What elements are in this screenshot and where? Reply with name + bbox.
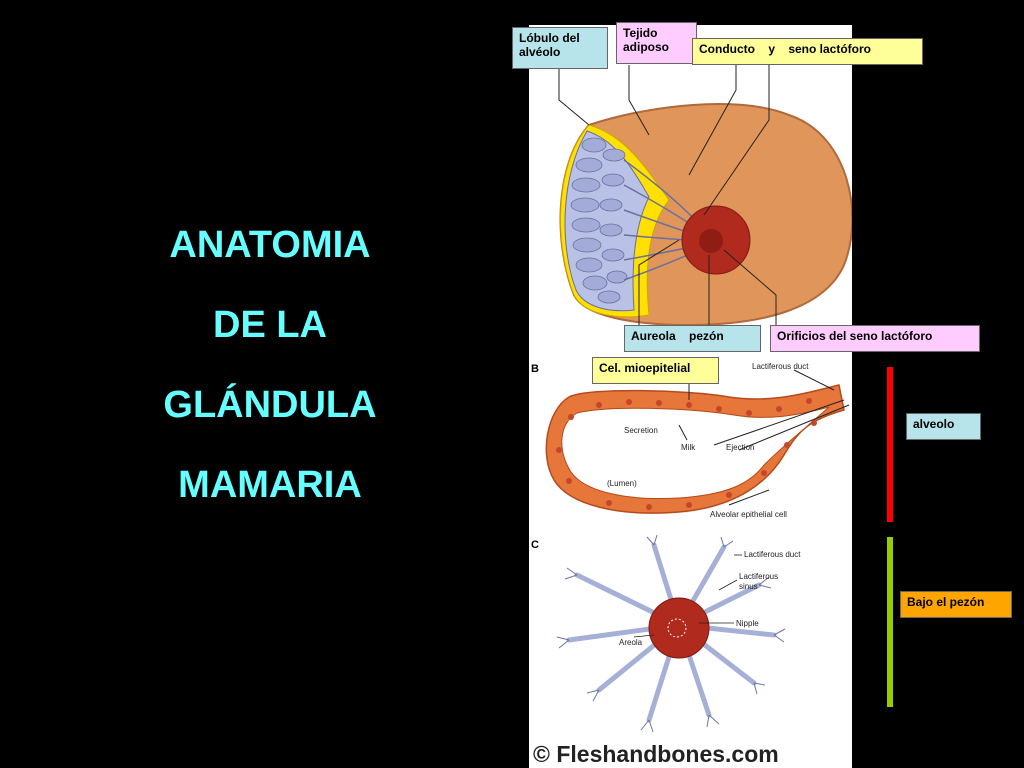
- title-line-3: GLÁNDULA: [163, 384, 377, 426]
- label-tejido-adiposo: Tejido adiposo: [616, 22, 697, 64]
- nipple-duct-diagram: C: [531, 534, 801, 733]
- label-lactiferous-sinus-1: Lactiferous: [739, 572, 778, 581]
- slide-title: ANATOMIA DE LA GLÁNDULA MAMARIA: [100, 205, 440, 525]
- label-alveolo: alveolo: [906, 413, 981, 440]
- label-ejection: Ejection: [726, 443, 754, 452]
- label-nipple: Nipple: [736, 619, 759, 628]
- label-conducto-seno: Conducto y seno lactóforo: [692, 38, 923, 65]
- illustration-panel: B Lactiferous duct Secretion Mil: [529, 25, 852, 768]
- title-line-2: DE LA: [213, 304, 327, 346]
- label-milk: Milk: [681, 443, 696, 452]
- label-lumen: (Lumen): [607, 479, 637, 488]
- label-tejido-line-2: adiposo: [623, 40, 670, 54]
- label-bajo-pezon: Bajo el pezón: [900, 591, 1012, 618]
- label-aureola-pezon: Aureola pezón: [624, 325, 761, 352]
- breast-section: [558, 65, 852, 327]
- title-line-1: ANATOMIA: [169, 224, 371, 266]
- label-tejido-line-1: Tejido: [623, 26, 658, 40]
- bajo-pezon-bracket-bar: [887, 537, 893, 707]
- label-orificios-seno: Orificios del seno lactóforo: [770, 325, 980, 352]
- section-c-letter: C: [531, 539, 539, 551]
- label-lobulo-line-2: alvéolo: [519, 45, 561, 59]
- copyright-text: © Fleshandbones.com: [533, 741, 779, 767]
- alveolus-diagram: B Lactiferous duct Secretion Mil: [531, 362, 850, 519]
- label-lactiferous-sinus-2: sinus: [739, 582, 758, 591]
- label-lactiferous-duct-c: Lactiferous duct: [744, 550, 801, 559]
- section-b-letter: B: [531, 363, 539, 375]
- label-areola: Areola: [619, 638, 643, 647]
- label-lactiferous-duct-b: Lactiferous duct: [752, 362, 809, 371]
- mammary-illustration: B Lactiferous duct Secretion Mil: [531, 65, 852, 767]
- label-lobulo-alveolo: Lóbulo del alvéolo: [512, 27, 608, 69]
- label-cel-mioepitelial: Cel. mioepitelial: [592, 357, 719, 384]
- alveolo-bracket-bar: [887, 367, 893, 522]
- title-line-4: MAMARIA: [178, 464, 362, 506]
- label-alveolar-epithelial: Alveolar epithelial cell: [710, 510, 787, 519]
- label-lobulo-line-1: Lóbulo del: [519, 31, 580, 45]
- label-secretion: Secretion: [624, 426, 658, 435]
